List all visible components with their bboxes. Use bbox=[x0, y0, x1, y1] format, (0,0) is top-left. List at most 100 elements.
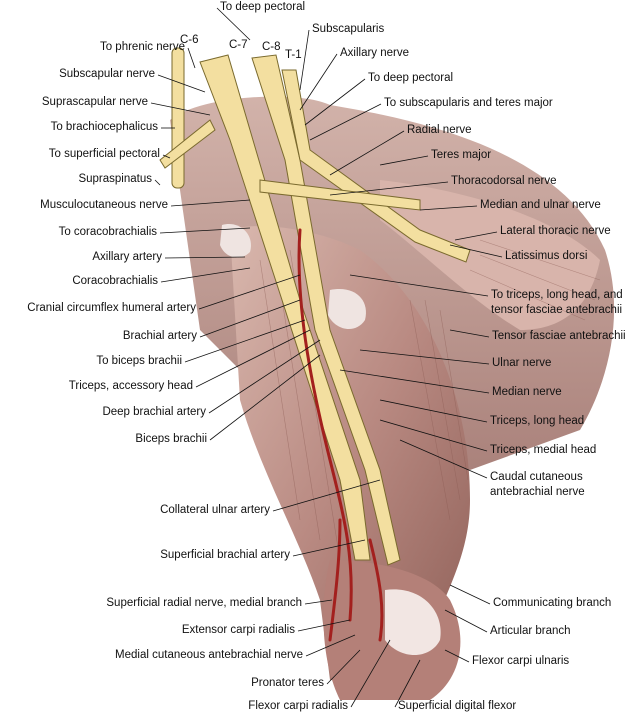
right-label: Superficial digital flexor bbox=[398, 700, 517, 712]
left-label: Suprascapular nerve bbox=[41, 96, 148, 108]
leader-line bbox=[199, 299, 301, 338]
leader-line bbox=[157, 74, 206, 93]
leader-line bbox=[449, 329, 490, 338]
right-label: Triceps, medial head bbox=[490, 444, 597, 456]
segment-label: C-6 bbox=[180, 34, 199, 46]
right-label: Teres major bbox=[431, 149, 492, 161]
leader-line bbox=[349, 274, 489, 297]
left-label: Cranial circumflex humeral artery bbox=[27, 302, 196, 314]
left-label: Flexor carpi radialis bbox=[248, 700, 348, 712]
leader-line bbox=[162, 154, 171, 159]
leader-line bbox=[304, 599, 333, 605]
leader-line bbox=[159, 227, 251, 234]
segment-label: T-1 bbox=[285, 49, 302, 61]
right-label: Lateral thoracic nerve bbox=[500, 225, 611, 237]
leader-line bbox=[449, 244, 503, 258]
left-label: Medial cutaneous antebrachial nerve bbox=[115, 649, 303, 661]
leader-line bbox=[184, 319, 306, 363]
top-label: To deep pectoral bbox=[368, 72, 454, 84]
leader-line bbox=[339, 369, 490, 394]
right-label: Latissimus dorsi bbox=[505, 250, 588, 262]
left-label: Subscapular nerve bbox=[59, 68, 155, 80]
left-label: To brachiocephalicus bbox=[50, 121, 158, 133]
leader-line bbox=[399, 439, 488, 479]
left-label: Superficial brachial artery bbox=[160, 549, 290, 561]
leader-line bbox=[329, 130, 405, 176]
leader-line bbox=[444, 649, 470, 663]
right-label: Radial nerve bbox=[407, 124, 472, 136]
leader-line bbox=[299, 29, 310, 91]
leader-line bbox=[198, 274, 301, 310]
top-label: Subscapularis bbox=[312, 23, 385, 35]
left-label: Coracobrachialis bbox=[72, 275, 158, 287]
top-label: To subscapularis and teres major bbox=[384, 97, 553, 109]
left-label: Pronator teres bbox=[251, 677, 324, 689]
left-label: Biceps brachii bbox=[135, 433, 207, 445]
leader-line bbox=[209, 354, 321, 441]
leader-line bbox=[272, 479, 381, 512]
right-label: Triceps, long head bbox=[490, 415, 585, 427]
right-label: Communicating branch bbox=[493, 597, 612, 609]
left-label: Extensor carpi radialis bbox=[181, 624, 295, 636]
leader-line bbox=[454, 231, 498, 241]
leader-line bbox=[195, 329, 311, 388]
leader-line bbox=[359, 349, 490, 365]
leader-line bbox=[304, 78, 366, 126]
left-label: Musculocutaneous nerve bbox=[40, 199, 168, 211]
leader-line bbox=[208, 339, 321, 414]
left-label: Supraspinatus bbox=[78, 173, 152, 185]
leader-line bbox=[394, 659, 421, 708]
left-label: Brachial artery bbox=[122, 330, 197, 342]
white-pad-3 bbox=[220, 224, 251, 258]
leader-line bbox=[299, 53, 338, 111]
leader-line bbox=[326, 649, 361, 685]
top-label: Axillary nerve bbox=[340, 47, 410, 59]
left-label: To superficial pectoral bbox=[48, 148, 160, 160]
right-label: tensor fasciae antebrachii bbox=[491, 304, 623, 316]
leader-line bbox=[329, 181, 449, 196]
left-label: Triceps, accessory head bbox=[68, 380, 193, 392]
leader-line bbox=[154, 179, 161, 186]
right-label: Articular branch bbox=[490, 625, 571, 637]
left-label: To phrenic nerve bbox=[99, 41, 185, 53]
left-label: Deep brachial artery bbox=[102, 406, 206, 418]
right-label: Caudal cutaneous bbox=[490, 471, 583, 483]
right-label: Median and ulnar nerve bbox=[480, 199, 601, 211]
right-label: Ulnar nerve bbox=[492, 357, 552, 369]
segment-label: C-7 bbox=[229, 39, 248, 51]
white-pad-2 bbox=[328, 289, 366, 330]
leader-line bbox=[309, 103, 382, 141]
left-label: To biceps brachii bbox=[96, 355, 182, 367]
leader-line bbox=[350, 639, 391, 708]
leader-line bbox=[379, 399, 488, 423]
segment-label: C-8 bbox=[262, 41, 281, 53]
left-label: Axillary artery bbox=[92, 251, 162, 263]
right-label: Thoracodorsal nerve bbox=[451, 175, 557, 187]
leader-line bbox=[187, 47, 196, 69]
right-label: Median nerve bbox=[492, 386, 562, 398]
leader-line bbox=[164, 256, 246, 259]
leader-line bbox=[379, 155, 429, 166]
right-label: To triceps, long head, and bbox=[491, 289, 623, 301]
left-label: To coracobrachialis bbox=[58, 226, 157, 238]
leader-line bbox=[216, 7, 251, 41]
latissimus-region bbox=[380, 180, 600, 330]
white-pad bbox=[385, 589, 441, 655]
right-label: antebrachial nerve bbox=[490, 486, 585, 498]
left-label: Superficial radial nerve, medial branch bbox=[106, 597, 302, 609]
leader-line bbox=[419, 205, 478, 211]
leader-line bbox=[170, 199, 251, 207]
leader-line bbox=[305, 634, 356, 657]
left-label: Collateral ulnar artery bbox=[160, 504, 270, 516]
right-label: Tensor fasciae antebrachii bbox=[492, 330, 626, 342]
leader-line bbox=[292, 539, 366, 557]
top-label: To deep pectoral bbox=[220, 1, 306, 13]
leader-line bbox=[444, 609, 488, 633]
leader-line bbox=[449, 584, 491, 605]
leader-line bbox=[150, 102, 211, 116]
leader-line bbox=[379, 419, 488, 452]
leader-line bbox=[297, 619, 351, 632]
right-label: Flexor carpi ulnaris bbox=[472, 655, 570, 667]
